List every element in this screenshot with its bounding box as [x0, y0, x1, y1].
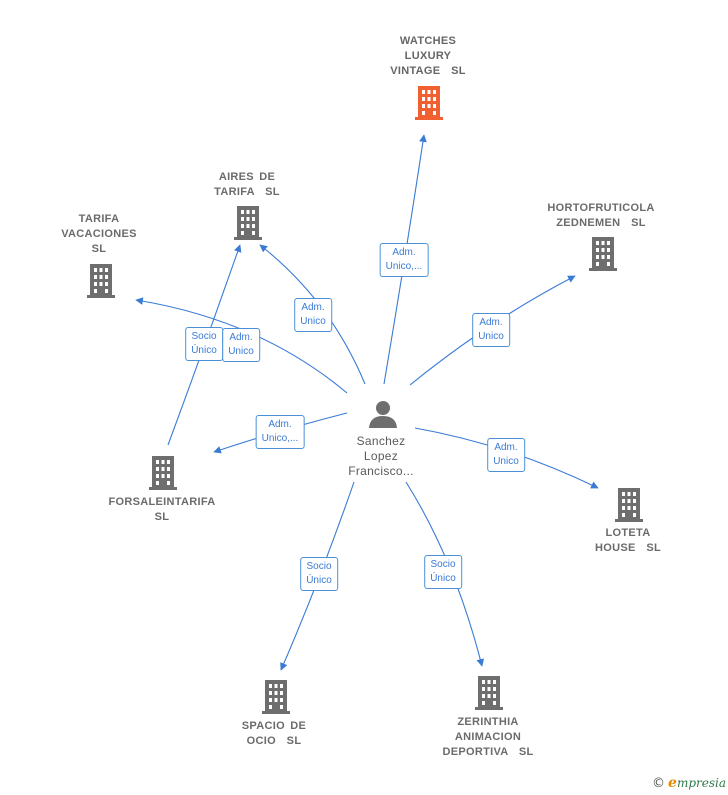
company-name-forsale[interactable]: FORSALEINTARIFA SL [108, 496, 216, 523]
building-icon[interactable] [414, 86, 444, 120]
company-name-tarifa[interactable]: TARIFA VACACIONES SL [61, 213, 137, 255]
building-icon[interactable] [148, 456, 178, 490]
relation-label-aires[interactable]: Adm. Unico [294, 298, 332, 332]
person-name[interactable]: Sanchez Lopez Francisco... [348, 434, 414, 478]
brand-logo-initial: e [668, 775, 677, 791]
building-icon[interactable] [588, 237, 618, 271]
building-icon[interactable] [261, 680, 291, 714]
company-name-spacio[interactable]: SPACIO DE OCIO SL [241, 720, 307, 747]
brand-name: mpresia [676, 776, 726, 790]
building-icon[interactable] [474, 676, 504, 710]
relation-label-forsale[interactable]: Adm. Unico,... [255, 415, 305, 449]
footer-brand: ©empresia [652, 775, 726, 791]
person-icon[interactable] [368, 399, 398, 429]
relation-label-spacio[interactable]: Socio Único [300, 557, 338, 591]
company-name-zerinthia[interactable]: ZERINTHIA ANIMACION DEPORTIVA SL [442, 716, 534, 758]
relation-label-zerinthia[interactable]: Socio Único [424, 555, 462, 589]
building-icon[interactable] [233, 206, 263, 240]
relation-label-loteta[interactable]: Adm. Unico [487, 438, 525, 472]
relation-label-forsale-aires[interactable]: Socio Único [185, 327, 223, 361]
relation-label-horto[interactable]: Adm. Unico [472, 313, 510, 347]
company-name-watches[interactable]: WATCHES LUXURY VINTAGE SL [390, 35, 466, 77]
relation-label-watches[interactable]: Adm. Unico,... [379, 243, 429, 277]
building-icon[interactable] [614, 488, 644, 522]
building-icon[interactable] [86, 264, 116, 298]
company-name-horto[interactable]: HORTOFRUTICOLA ZEDNEMEN SL [547, 202, 655, 229]
company-name-loteta[interactable]: LOTETA HOUSE SL [595, 527, 661, 554]
relation-label-tarifa[interactable]: Adm. Unico [222, 328, 260, 362]
copyright-symbol: © [652, 776, 666, 791]
company-name-aires[interactable]: AIRES DE TARIFA SL [214, 171, 280, 198]
